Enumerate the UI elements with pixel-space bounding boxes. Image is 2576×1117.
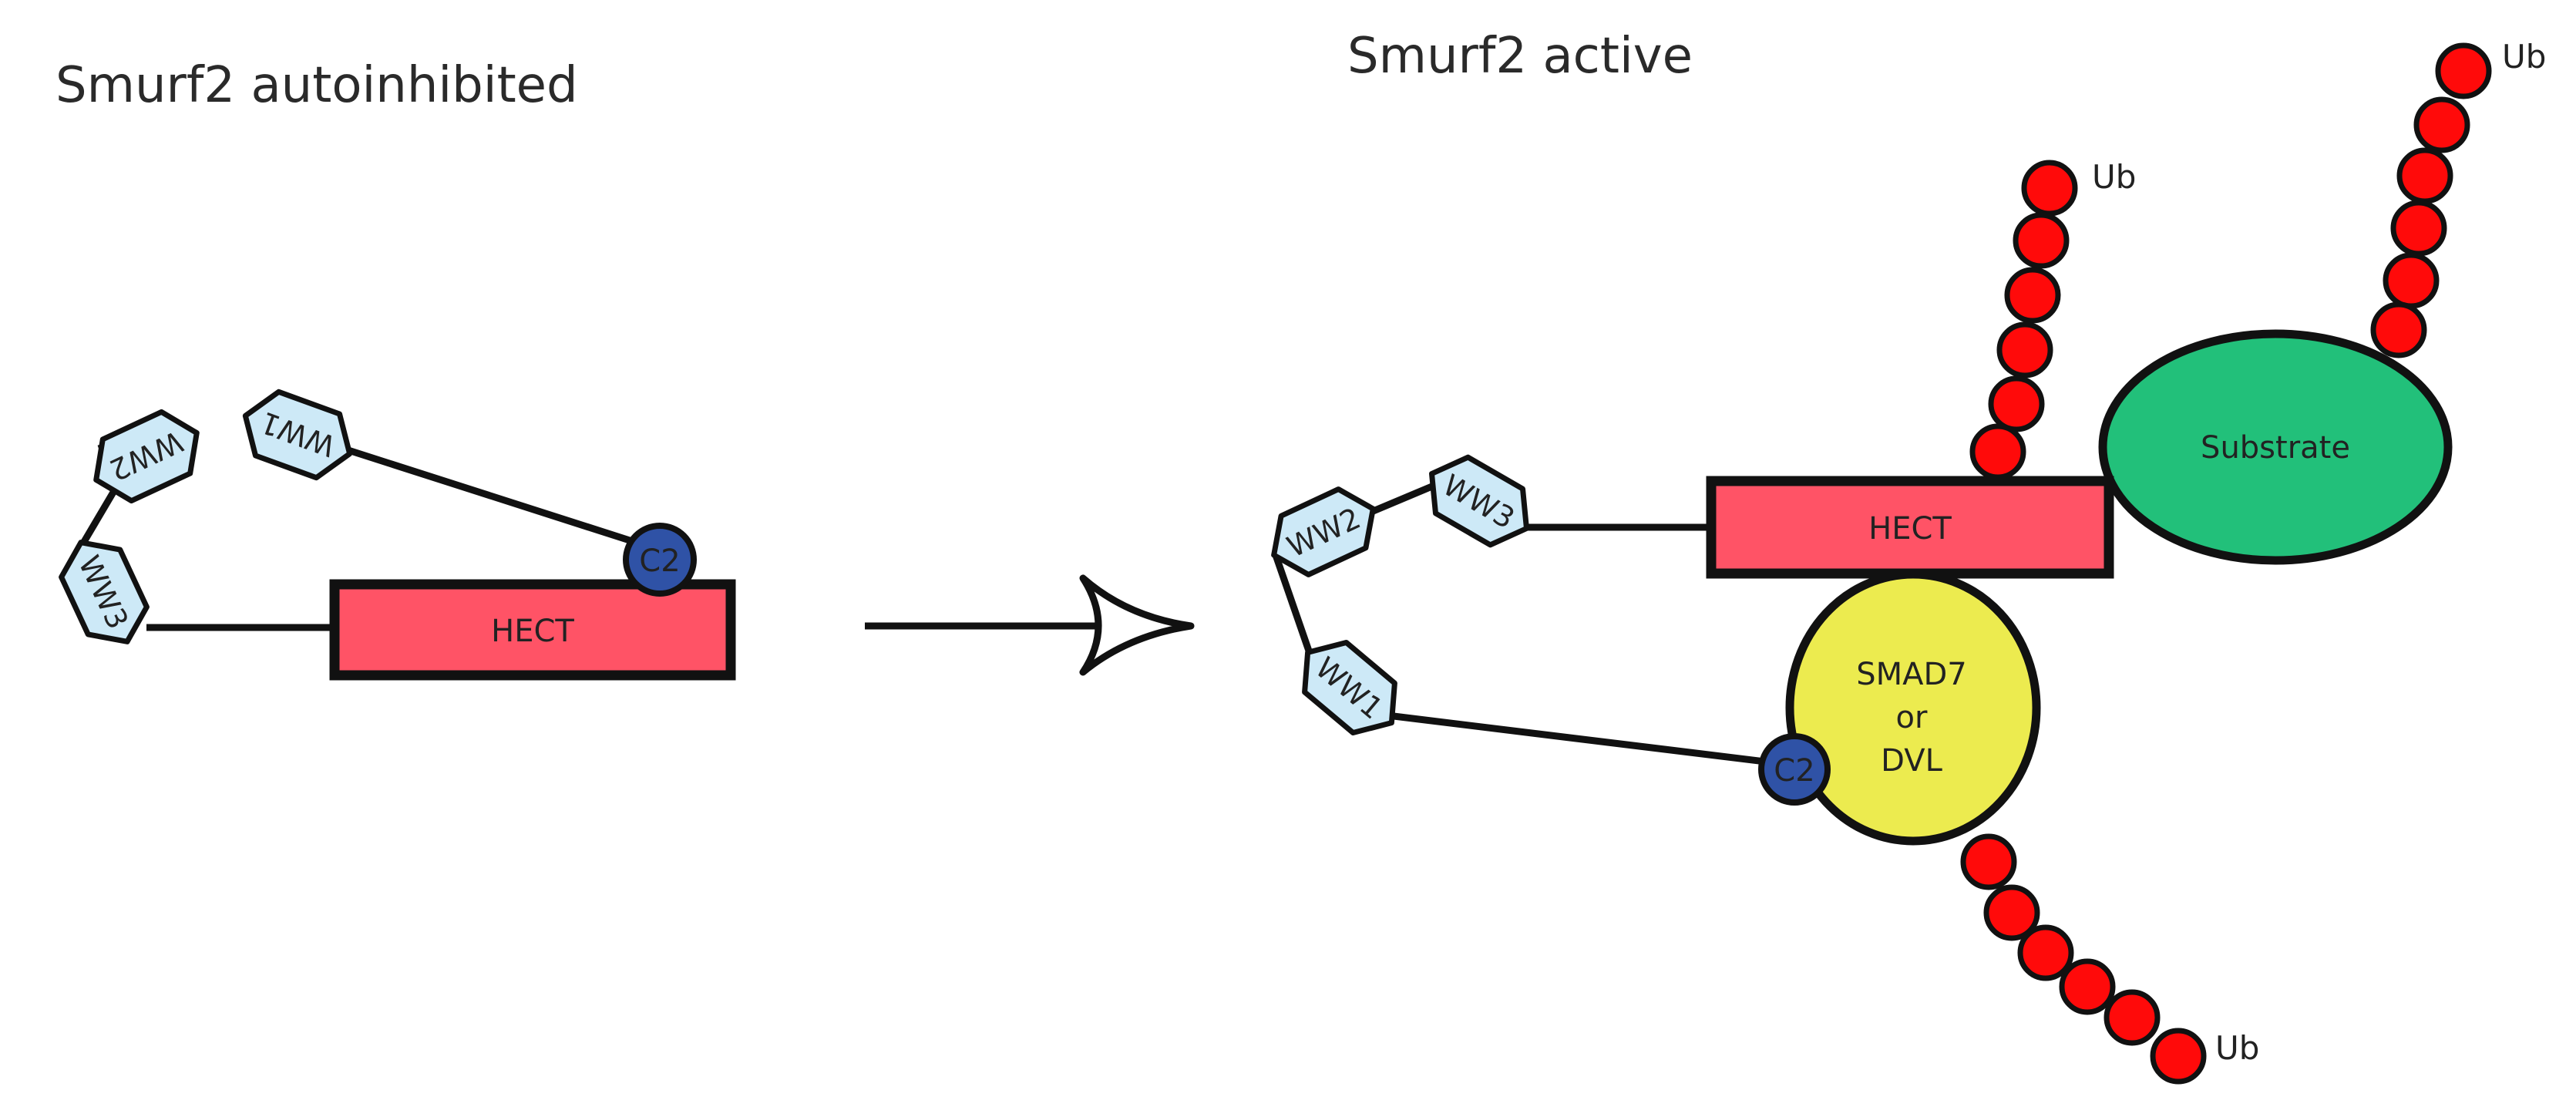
c2-domain [1758, 733, 1831, 806]
c2-label: C2 [1774, 753, 1814, 789]
substrate [2098, 329, 2453, 565]
ww3-domain: WW3 [59, 540, 150, 644]
ubiquitin [2383, 252, 2440, 309]
hect-domain [1706, 476, 2114, 579]
hect-label: HECT [491, 614, 574, 649]
c2-domain [623, 523, 697, 597]
hect-domain [329, 579, 736, 681]
ub-label-hect: Ub [2092, 158, 2136, 196]
ubiquitin [1960, 833, 2017, 890]
active-title: Smurf2 active [1347, 28, 1693, 85]
ubiquitin [2059, 958, 2116, 1015]
ubiquitin [1996, 321, 2053, 379]
ubiquitin [2370, 301, 2427, 358]
autoinhibited-title: Smurf2 autoinhibited [55, 57, 578, 114]
linker-ww1-c2 [308, 434, 653, 551]
transition-arrow [865, 574, 1195, 676]
linker-ww2-ww1 [1272, 553, 1314, 657]
ubiquitin [2017, 924, 2074, 981]
ubiquitin [1988, 375, 2045, 432]
ubiquitin [2390, 200, 2447, 257]
ub-label-adaptor: Ub [2215, 1029, 2259, 1067]
adaptor-label-line2: or [1896, 700, 1928, 735]
ubiquitin [2004, 267, 2061, 324]
ubiquitin [2013, 212, 2070, 269]
ww3-domain: WW3 [1429, 454, 1529, 548]
ubiquitin [2150, 1028, 2207, 1085]
ubiquitin [2021, 160, 2078, 217]
arrow-head [1079, 574, 1195, 676]
ubiquitin [1969, 423, 2026, 480]
ww2-domain: WW2 [93, 409, 200, 504]
adaptor-label-line3: DVL [1881, 743, 1942, 779]
c2-label: C2 [639, 543, 680, 579]
ww1-domain: WW1 [242, 389, 353, 481]
hect-label: HECT [1868, 511, 1952, 547]
active-panel: Smurf2 active Ub Ub Substrate [1271, 28, 2546, 1085]
ub-chain-adaptor: Ub [1960, 833, 2259, 1085]
autoinhibited-panel: Smurf2 autoinhibited HECT C2 WW2 WW1 WW3 [55, 57, 736, 681]
ub-chain-substrate: Ub [2370, 38, 2546, 358]
ub-label-substrate: Ub [2502, 38, 2546, 76]
ubiquitin [2104, 989, 2161, 1046]
ubiquitin [2396, 147, 2453, 204]
substrate-label: Substrate [2201, 430, 2350, 466]
ub-chain-hect: Ub [1969, 158, 2136, 480]
ww2-domain: WW2 [1271, 486, 1376, 577]
linker-ww1-c2 [1387, 712, 1766, 765]
ubiquitin [1983, 884, 2040, 941]
ubiquitin [2413, 96, 2470, 153]
adaptor-label-line1: SMAD7 [1856, 657, 1967, 692]
ubiquitin [2435, 42, 2492, 99]
